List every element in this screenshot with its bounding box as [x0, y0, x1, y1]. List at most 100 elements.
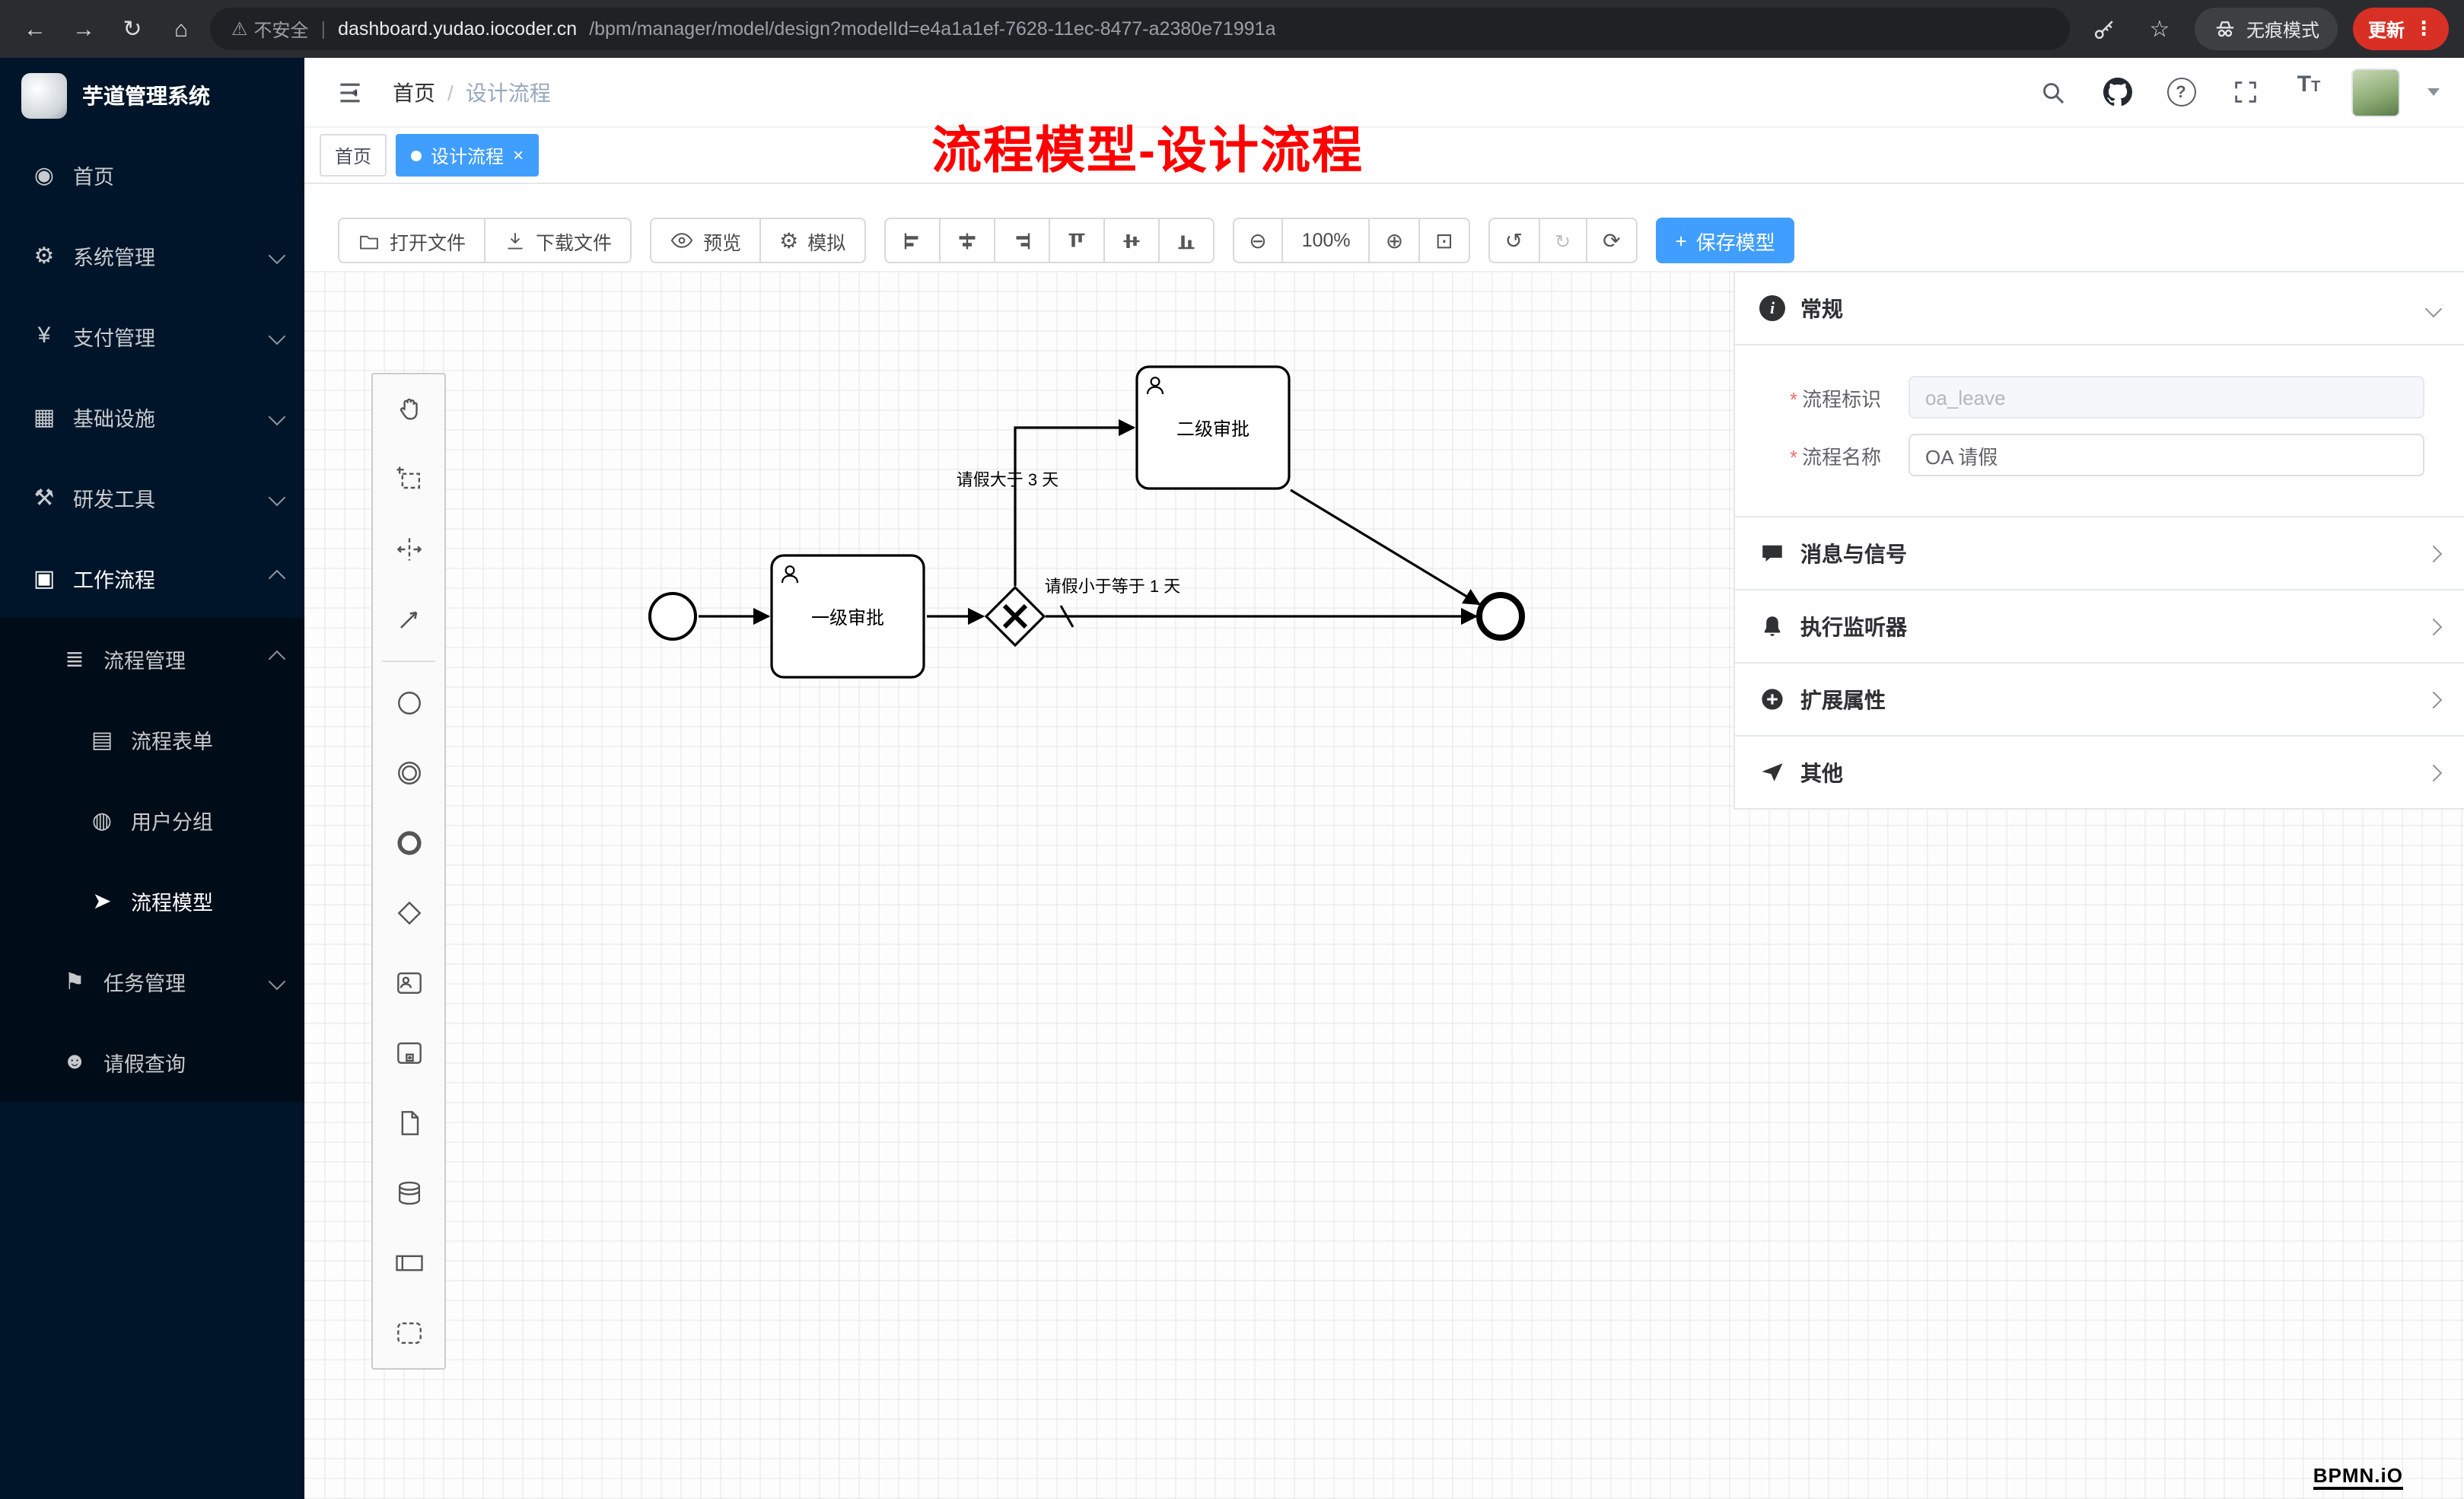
warning-icon: ⚠: [231, 18, 248, 40]
section-execution-listeners[interactable]: 执行监听器: [1735, 590, 2464, 664]
zoom-in-button[interactable]: ⊕: [1368, 218, 1421, 263]
sidebar-item-home[interactable]: ◉ 首页: [0, 134, 304, 215]
create-participant[interactable]: [373, 1228, 444, 1298]
home-icon[interactable]: ⌂: [173, 16, 189, 42]
tags-bar: 首页 设计流程 ×: [304, 128, 2464, 184]
sidebar-item-devtools[interactable]: ⚒ 研发工具: [0, 457, 304, 537]
align-left-button[interactable]: [883, 218, 941, 263]
breadcrumb-home[interactable]: 首页: [393, 80, 435, 104]
process-key-row: *流程标识: [1790, 376, 2424, 419]
create-datastore[interactable]: [373, 1158, 444, 1228]
zoom-in-icon: ⊕: [1385, 228, 1404, 252]
create-user-task[interactable]: [373, 948, 444, 1018]
restart-icon: ⟳: [1603, 228, 1621, 252]
align-bottom-button[interactable]: [1157, 218, 1214, 263]
chevron-down-icon: [268, 972, 286, 990]
tab-home[interactable]: 首页: [320, 134, 387, 177]
forward-icon[interactable]: →: [72, 16, 95, 42]
sidebar-item-user-group[interactable]: ◍ 用户分组: [0, 779, 304, 860]
refresh-icon[interactable]: ↻: [123, 17, 142, 43]
space-tool[interactable]: [373, 514, 444, 584]
sidebar-item-process-form[interactable]: ▤ 流程表单: [0, 699, 304, 779]
condition-label-le1[interactable]: 请假小于等于 1 天: [1045, 577, 1180, 596]
section-extended-attributes[interactable]: 扩展属性: [1735, 664, 2464, 737]
bpmn-io-watermark[interactable]: BPMN.iO: [2313, 1464, 2403, 1490]
align-center-button[interactable]: [938, 218, 995, 263]
create-document[interactable]: [373, 1088, 444, 1158]
chevron-down-icon: [2424, 299, 2443, 317]
exclusive-gateway[interactable]: [984, 585, 1046, 648]
create-call-activity[interactable]: [373, 1018, 444, 1088]
tab-design-process[interactable]: 设计流程 ×: [396, 134, 540, 177]
zoom-reset-button[interactable]: ⊡: [1418, 218, 1470, 263]
sidebar-item-process-model[interactable]: ➤ 流程模型: [0, 860, 304, 940]
form-icon: ▤: [91, 727, 113, 753]
simulate-button[interactable]: ⚙ 模拟: [759, 218, 866, 263]
process-name-input[interactable]: [1908, 434, 2424, 476]
create-group[interactable]: [373, 1298, 444, 1368]
chevron-right-icon: [2424, 544, 2443, 562]
save-model-button[interactable]: + 保存模型: [1655, 218, 1795, 263]
user-task-level2[interactable]: 二级审批: [1135, 365, 1291, 490]
github-icon[interactable]: [2096, 71, 2138, 113]
lasso-tool[interactable]: [373, 444, 444, 514]
zoom-level[interactable]: 100%: [1281, 218, 1370, 263]
section-messages-signals[interactable]: 消息与信号: [1735, 517, 2464, 590]
sidebar-item-infra[interactable]: ▦ 基础设施: [0, 376, 304, 457]
back-icon[interactable]: ←: [24, 16, 46, 42]
align-top-button[interactable]: [1048, 218, 1105, 263]
fullscreen-icon[interactable]: [2224, 71, 2266, 113]
restart-button[interactable]: ⟳: [1586, 218, 1638, 263]
redo-button[interactable]: ↻: [1538, 218, 1588, 263]
create-start-event[interactable]: [373, 668, 444, 738]
person-icon: ☻: [62, 1049, 87, 1074]
flow-task2-to-end[interactable]: [1290, 489, 1481, 606]
hand-tool[interactable]: [373, 374, 444, 444]
browser-update-button[interactable]: 更新 ⋮: [2352, 8, 2449, 50]
browser-menu-icon[interactable]: ⋮: [2414, 17, 2434, 40]
flow-gateway-to-task2[interactable]: [1014, 419, 1136, 586]
open-file-button[interactable]: 打开文件: [338, 218, 486, 263]
sidebar-collapse-icon[interactable]: [329, 71, 371, 113]
required-asterisk: *: [1790, 445, 1798, 468]
global-connect-tool[interactable]: [373, 584, 444, 654]
undo-button[interactable]: ↺: [1488, 218, 1540, 263]
bookmark-star-icon[interactable]: ☆: [2149, 17, 2170, 43]
bpmn-designer: 打开文件 下载文件 预览 ⚙ 模拟: [304, 184, 2464, 1499]
create-gateway[interactable]: [373, 878, 444, 948]
designer-toolbar: 打开文件 下载文件 预览 ⚙ 模拟: [338, 218, 1795, 263]
security-warning[interactable]: ⚠ 不安全: [231, 16, 309, 42]
close-icon[interactable]: ×: [513, 145, 524, 166]
align-right-button[interactable]: [993, 218, 1050, 263]
help-icon[interactable]: ?: [2160, 71, 2202, 113]
create-intermediate-event[interactable]: [373, 738, 444, 808]
sidebar-item-leave-query[interactable]: ☻ 请假查询: [0, 1021, 304, 1102]
avatar[interactable]: [2351, 68, 2400, 116]
palette-separator: [382, 660, 435, 662]
download-file-button[interactable]: 下载文件: [484, 218, 632, 263]
condition-label-gt3[interactable]: 请假大于 3 天: [957, 470, 1059, 489]
sidebar-item-payment[interactable]: ¥ 支付管理: [0, 295, 304, 376]
app-logo-row: 芋道管理系统: [0, 58, 304, 134]
avatar-caret-icon[interactable]: [2427, 88, 2440, 96]
sidebar-item-system[interactable]: ⚙ 系统管理: [0, 215, 304, 295]
preview-button[interactable]: 预览: [650, 218, 762, 263]
sidebar-item-task-mgmt[interactable]: ⚑ 任务管理: [0, 940, 304, 1021]
address-bar[interactable]: ⚠ 不安全 | dashboard.yudao.iocoder.cn/bpm/m…: [210, 8, 2070, 50]
bpmn-canvas[interactable]: 请假大于 3 天 请假小于等于 1 天 一级审批: [304, 184, 1674, 915]
search-icon[interactable]: [2032, 71, 2074, 113]
user-task-level1[interactable]: 一级审批: [770, 554, 925, 679]
password-key-icon[interactable]: [2085, 9, 2125, 49]
section-other[interactable]: 其他: [1735, 737, 2464, 808]
align-middle-button[interactable]: [1103, 218, 1160, 263]
sidebar-item-process-mgmt[interactable]: ≣ 流程管理: [0, 618, 304, 699]
start-event[interactable]: [648, 592, 697, 641]
sidebar-menu: ◉ 首页 ⚙ 系统管理 ¥ 支付管理 ▦ 基础设施 ⚒ 研发工具: [0, 134, 304, 1102]
sidebar-item-workflow[interactable]: ▣ 工作流程: [0, 537, 304, 618]
section-general[interactable]: i 常规: [1735, 272, 2464, 345]
process-name-row: *流程名称: [1790, 434, 2424, 476]
create-end-event[interactable]: [373, 808, 444, 878]
zoom-out-button[interactable]: ⊖: [1232, 218, 1284, 263]
end-event[interactable]: [1476, 592, 1525, 641]
